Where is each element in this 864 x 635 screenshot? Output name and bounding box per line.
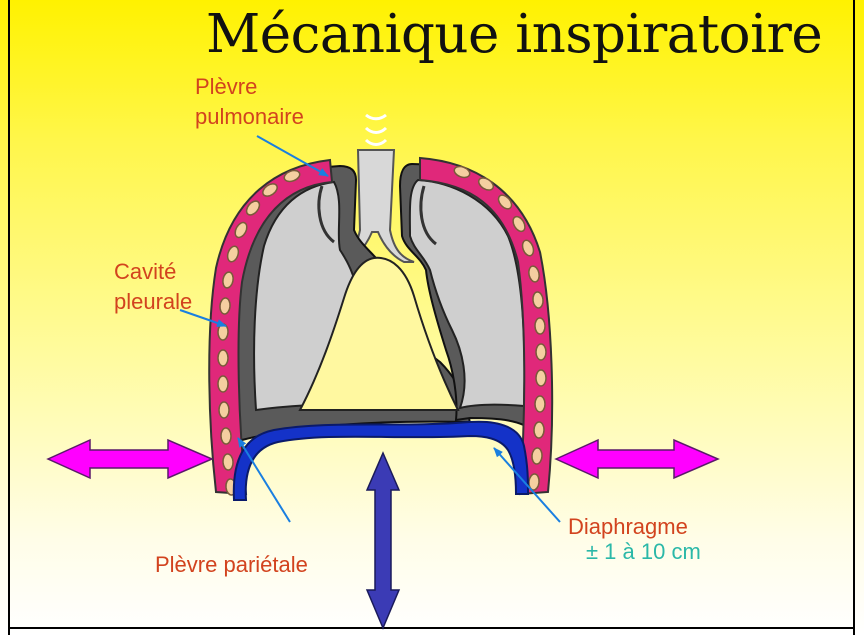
left-double-arrow [48,440,212,478]
label-diaphragme: Diaphragme [568,514,688,539]
label-plevre-parietale: Plèvre pariétale [155,552,308,577]
label-cavite-pleurale-line2: pleurale [114,289,192,314]
trachea-rings [366,115,386,145]
right-double-arrow [556,440,718,478]
label-cavite-pleurale-line1: Cavité [114,259,176,284]
vertical-double-arrow [367,453,399,628]
label-plevre-pulmonaire-line2: pulmonaire [195,104,304,129]
label-diaphragme-range: ± 1 à 10 cm [586,539,701,564]
label-plevre-pulmonaire-line1: Plèvre [195,74,257,99]
